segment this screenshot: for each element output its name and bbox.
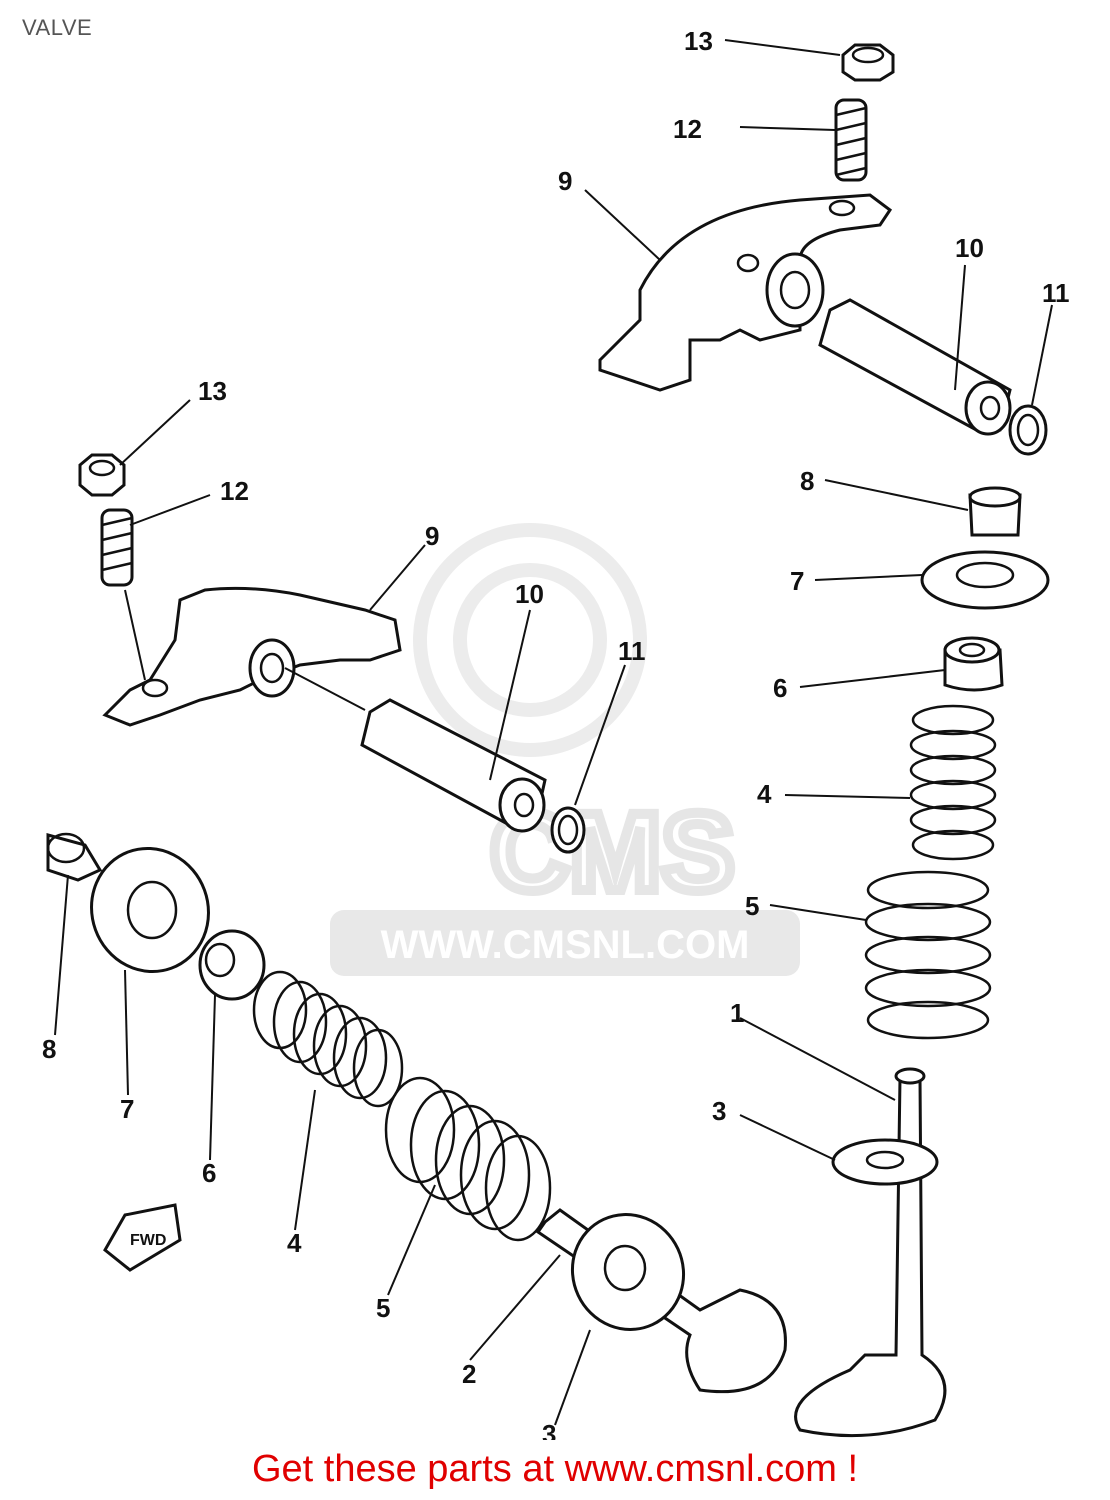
callout-10-upper-right: 10 xyxy=(955,233,984,263)
upper-right-rocker-assembly xyxy=(598,43,1048,456)
callout-8-right: 8 xyxy=(800,466,814,496)
outer-spring-5-right xyxy=(864,870,992,1040)
callout-4-left: 4 xyxy=(287,1228,302,1258)
upper-left-rocker-assembly xyxy=(78,453,586,854)
adjusting-screw-12-upper-left xyxy=(100,508,134,587)
rocker-arm-9-upper-right xyxy=(598,193,893,392)
locknut-13-upper-right xyxy=(841,43,895,82)
callout-4-right: 4 xyxy=(757,779,772,809)
callout-11-upper-right: 11 xyxy=(1042,278,1070,308)
valve-exploded-diagram: CMS WWW.CMSNL.COM xyxy=(42,26,1070,1440)
spring-seat-3-left xyxy=(570,1213,686,1331)
oil-seal-6-left xyxy=(198,929,266,1001)
callout-numbers: 13 12 9 10 11 13 12 9 10 11 8 7 6 4 5 1 … xyxy=(42,26,1070,1440)
spring-retainer-7-right xyxy=(920,550,1050,610)
fwd-label: FWD xyxy=(130,1232,166,1249)
locknut-13-upper-left xyxy=(78,453,126,497)
callout-12-upper-left: 12 xyxy=(220,476,249,506)
watermark-url: WWW.CMSNL.COM xyxy=(381,923,750,967)
inner-spring-4-right xyxy=(909,704,997,861)
exhaust-valve-1-right xyxy=(794,1067,947,1438)
left-valve-assembly xyxy=(46,832,787,1394)
callout-5-left: 5 xyxy=(376,1293,390,1323)
callout-9-upper-right: 9 xyxy=(558,166,572,196)
callout-1-right: 1 xyxy=(730,998,744,1028)
watermark: CMS WWW.CMSNL.COM xyxy=(330,523,800,976)
watermark-logo-ring xyxy=(413,523,647,757)
callout-10-upper-left: 10 xyxy=(515,579,544,609)
spring-retainer-7-left xyxy=(90,846,210,974)
callout-9-upper-left: 9 xyxy=(425,521,439,551)
valve-cotter-8-right xyxy=(968,486,1022,537)
o-ring-11-upper-right xyxy=(1008,404,1048,456)
watermark-logo-face xyxy=(453,563,607,717)
rocker-shaft-10-upper-right xyxy=(818,298,1012,436)
callout-7-right: 7 xyxy=(790,566,804,596)
rocker-shaft-10-upper-left xyxy=(360,698,547,833)
inner-spring-4-left xyxy=(252,970,404,1108)
callout-5-right: 5 xyxy=(745,891,759,921)
footer-parts-link[interactable]: Get these parts at www.cmsnl.com ! xyxy=(251,1448,859,1490)
callout-8-left: 8 xyxy=(42,1034,56,1064)
callout-3-left: 3 xyxy=(542,1419,556,1440)
right-valve-assembly xyxy=(794,486,1050,1438)
watermark-url-band xyxy=(330,910,800,976)
spring-seat-3-right xyxy=(831,1138,939,1186)
callout-7-left: 7 xyxy=(120,1094,134,1124)
rocker-arm-9-upper-left xyxy=(102,586,402,727)
oil-seal-6-right xyxy=(943,636,1004,692)
outer-spring-5-left xyxy=(384,1076,552,1242)
leader-lines xyxy=(54,39,1053,1426)
callout-3-right: 3 xyxy=(712,1096,726,1126)
callout-13-upper-left: 13 xyxy=(198,376,227,406)
callout-12-upper-right: 12 xyxy=(673,114,702,144)
callout-6-left: 6 xyxy=(202,1158,216,1188)
callout-11-upper-left: 11 xyxy=(618,636,646,666)
page-title: VALVE xyxy=(22,15,93,40)
fwd-direction-marker: FWD xyxy=(103,1203,182,1272)
adjusting-screw-12-upper-right xyxy=(834,98,868,182)
valve-cotter-8-left xyxy=(46,832,103,882)
callout-2-left: 2 xyxy=(462,1359,476,1389)
callout-13-upper-right: 13 xyxy=(684,26,713,56)
o-ring-11-upper-left xyxy=(550,806,586,854)
callout-6-right: 6 xyxy=(773,673,787,703)
